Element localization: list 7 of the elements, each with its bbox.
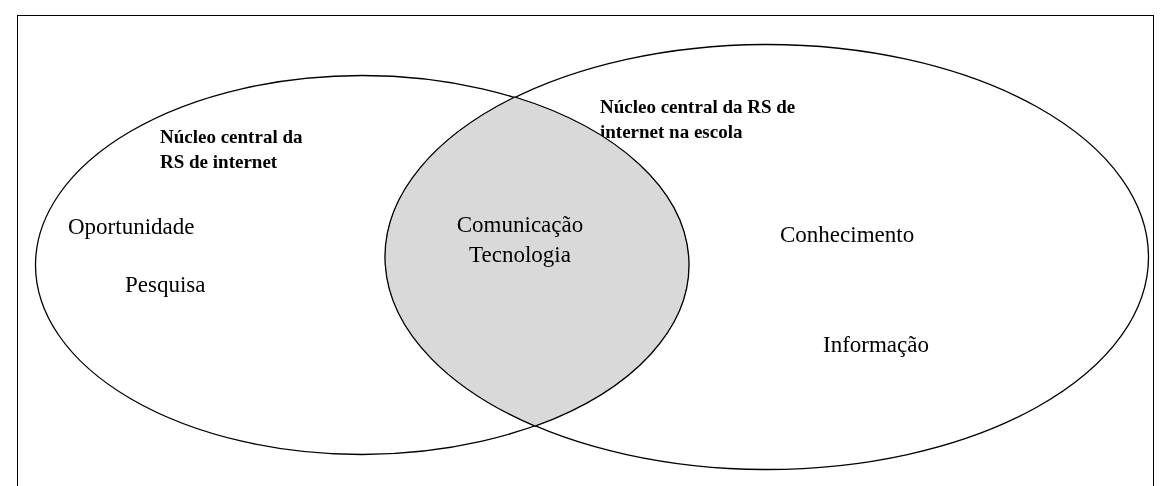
term-text: Oportunidade	[68, 213, 196, 241]
set-heading: Núcleo central da RS de internet	[160, 125, 304, 174]
term-text: Pesquisa	[125, 271, 207, 299]
shared-terms-text: Comunicação Tecnologia	[455, 211, 585, 269]
term-text: Informação	[823, 331, 930, 359]
term-text: Conhecimento	[780, 221, 916, 249]
set-heading: Núcleo central da RS de internet na escola	[600, 95, 797, 144]
